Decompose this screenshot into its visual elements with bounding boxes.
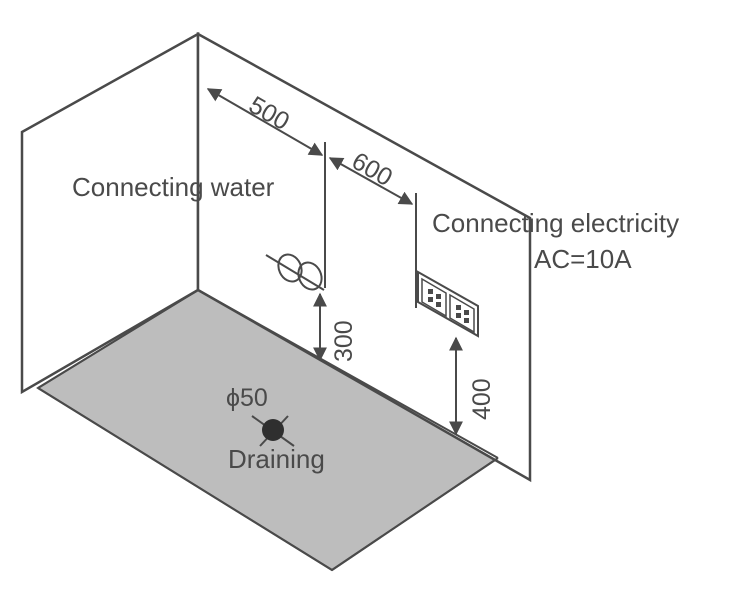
drain-icon [251,415,295,447]
floor-edge-back [197,289,499,459]
water-valve-icon [265,253,325,291]
electricity-label: Connecting electricity [432,208,679,238]
dim-400-label: 400 [468,378,496,420]
floor-edge-right [331,457,499,571]
water-label: Connecting water [72,172,275,202]
socket-icon [417,270,479,338]
dim-600-arrow [328,157,414,205]
floor-edge-left [37,289,199,389]
drain-label: Draining [228,444,325,474]
dim-500-arrow [206,88,324,156]
floor-edge-front [37,387,333,571]
drain-size-label: ϕ50 [226,384,268,412]
dim-300-label: 300 [330,320,358,362]
current-label: AC=10A [534,244,632,274]
